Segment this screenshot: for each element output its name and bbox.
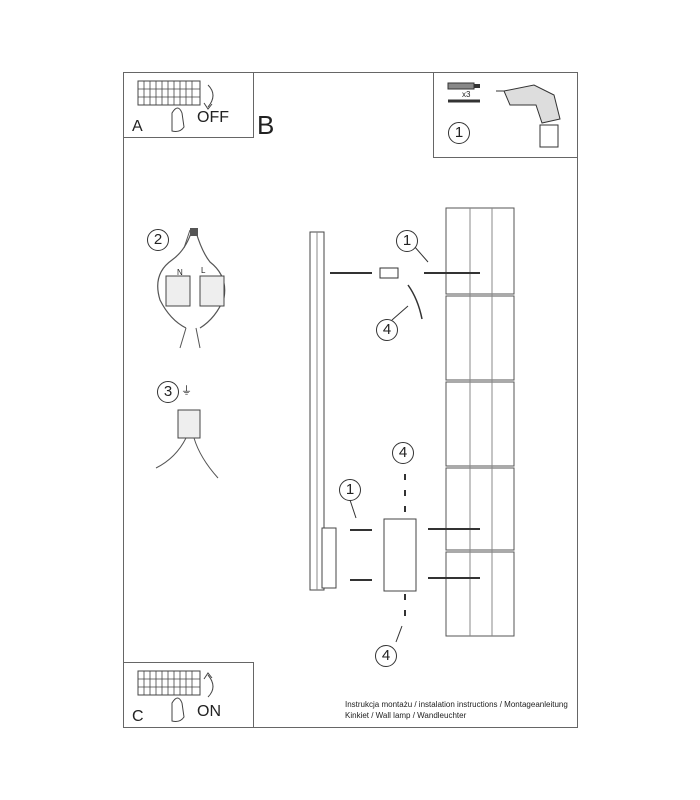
callout-1-bottom: 1 (339, 479, 361, 501)
section-c-letter: C (132, 708, 144, 725)
wire-n-label: N (177, 268, 183, 277)
callout-4-mid: 4 (392, 442, 414, 464)
quantity-label: x3 (462, 90, 471, 99)
drill-and-anchors-icon (447, 82, 561, 148)
breaker-off-icon (137, 80, 214, 132)
section-a-letter: A (132, 118, 143, 135)
callout-4-bottom: 4 (375, 645, 397, 667)
callout-1-top: 1 (396, 230, 418, 252)
panel-a: A OFF (123, 72, 254, 138)
tools-panel: x3 1 (433, 72, 578, 158)
section-b-letter: B (257, 110, 275, 140)
callout-1-tools: 1 (448, 122, 470, 144)
breaker-on-icon (137, 670, 214, 722)
callout-2: 2 (147, 229, 169, 251)
caption-line-2: Kinkiet / Wall lamp / Wandleuchter (345, 711, 467, 720)
off-label: OFF (197, 109, 229, 126)
on-label: ON (197, 703, 221, 720)
wire-l-label: L (201, 266, 206, 275)
outer-frame (123, 72, 578, 728)
panel-c: C ON (123, 662, 254, 728)
callout-3: 3 (157, 381, 179, 403)
caption-line-1: Instrukcja montażu / instalation instruc… (345, 700, 568, 709)
callout-4-top: 4 (376, 319, 398, 341)
earth-icon: ⏚ (181, 385, 192, 397)
